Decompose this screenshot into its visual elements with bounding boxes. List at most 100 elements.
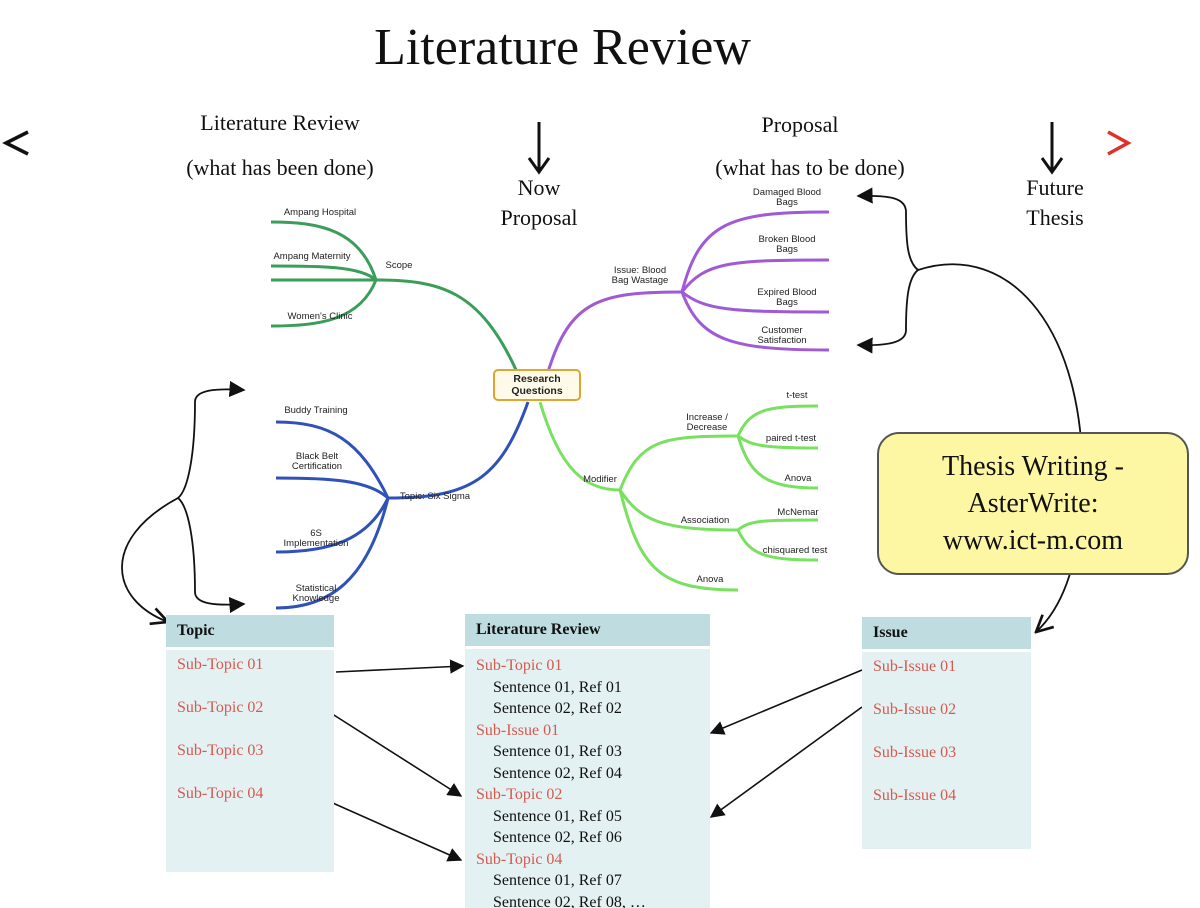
- literature-sentence-row: Sentence 02, Ref 08, …: [493, 893, 646, 908]
- left-bracket-to-topic: [121, 497, 179, 622]
- timeline-right-sub: (what has to be done): [715, 155, 905, 180]
- thesis-writing-callout: Thesis Writing - AsterWrite: www.ict-m.c…: [877, 432, 1189, 575]
- topic-item-6s: 6S Implementation: [276, 529, 356, 549]
- issue-table: Issue Sub-Issue 01 Sub-Issue 02 Sub-Issu…: [862, 617, 1031, 849]
- future-label: Future Thesis: [990, 173, 1120, 233]
- now-label: Now Proposal: [469, 173, 609, 233]
- timeline-left-label: Literature Review: [200, 110, 360, 135]
- damaged-line2: Bags: [776, 197, 798, 208]
- topic-table-header: Topic: [166, 615, 334, 647]
- topic-item-statistical-knowledge: Statistical Knowledge: [276, 584, 356, 604]
- future-line1: Future: [1026, 175, 1084, 200]
- issue-item-customer: Customer Satisfaction: [740, 326, 824, 346]
- increase-line2: Decrease: [686, 422, 728, 433]
- issue-label-line2: Bag Wastage: [611, 275, 669, 286]
- topic-label: Topic: Six Sigma: [399, 491, 471, 502]
- expired-line2: Bags: [776, 297, 798, 308]
- black-belt-line1: Black Belt: [295, 451, 339, 462]
- association-label: Association: [680, 515, 730, 526]
- callout-line3: www.ict-m.com: [942, 525, 1124, 556]
- future-marker-head: [1040, 157, 1064, 175]
- topic-branch: [275, 401, 530, 610]
- now-line1: Now: [517, 175, 561, 200]
- modifier-chisquared: chisquared test: [762, 545, 828, 556]
- issue-row: Sub-Issue 01: [873, 658, 957, 675]
- left-bracket: [176, 380, 246, 614]
- issue-row: Sub-Issue 04: [873, 787, 957, 804]
- arrow-topic04: [325, 799, 463, 862]
- black-belt-line2: Certification: [291, 461, 343, 472]
- literature-sentence-row: Sentence 01, Ref 07: [493, 872, 622, 889]
- literature-table: Literature Review Sub-Topic 01 Sentence 0…: [465, 614, 710, 908]
- literature-table-body: Sub-Topic 01 Sentence 01, Ref 01 Sentence …: [465, 649, 710, 908]
- literature-sentence-row: Sentence 01, Ref 05: [493, 807, 622, 825]
- modifier-paired-t-test: paired t-test: [765, 433, 817, 444]
- issue-item-damaged: Damaged Blood Bags: [740, 188, 834, 208]
- literature-sentence-row: Sentence 02, Ref 04: [493, 764, 622, 782]
- literature-sentence-row: Sentence 01, Ref 03: [493, 743, 622, 760]
- modifier-anova-1: Anova: [784, 473, 812, 484]
- modifier-anova-2: Anova: [696, 574, 724, 585]
- broken-line1: Broken Blood: [758, 234, 816, 245]
- callout-line1: Thesis Writing -: [942, 451, 1124, 482]
- modifier-mcnemar: McNemar: [777, 507, 819, 518]
- research-questions-node: Research Questions: [493, 369, 581, 401]
- arrow-topic01: [335, 659, 465, 674]
- arrow-issue01: [709, 669, 863, 735]
- issue-item-expired: Expired Blood Bags: [740, 288, 834, 308]
- topic-table: Topic Sub-Topic 01 Sub-Topic 02 Sub-Topi…: [166, 615, 334, 872]
- issue-table-header: Issue: [862, 617, 1031, 649]
- scope-item-ampang-maternity: Ampang Maternity: [273, 251, 351, 262]
- customer-line2: Satisfaction: [757, 335, 807, 346]
- timeline-left-head: [2, 130, 29, 156]
- increase-line1: Increase /: [686, 412, 728, 423]
- literature-heading-row: Sub-Topic 01: [476, 657, 563, 674]
- 6s-line1: 6S: [310, 528, 322, 539]
- topic-item-buddy-training: Buddy Training: [284, 405, 348, 416]
- literature-heading-row: Sub-Issue 01: [476, 721, 560, 739]
- page-title: Literature Review: [374, 19, 751, 76]
- broken-line2: Bags: [776, 244, 798, 255]
- stat-line1: Statistical: [295, 583, 337, 594]
- center-line2: Questions: [511, 385, 563, 397]
- customer-line1: Customer: [761, 325, 803, 336]
- literature-sentence-row: Sentence 01, Ref 01: [493, 678, 622, 696]
- future-line2: Thesis: [1026, 205, 1084, 230]
- literature-sentence-row: Sentence 02, Ref 06: [493, 829, 622, 846]
- expired-line1: Expired Blood: [757, 287, 817, 298]
- topic-item-black-belt: Black Belt Certification: [276, 452, 358, 472]
- 6s-line2: Implementation: [283, 538, 349, 549]
- scope-item-ampang-hospital: Ampang Hospital: [283, 207, 357, 218]
- increase-decrease-label: Increase / Decrease: [672, 413, 742, 433]
- scope-label: Scope: [385, 260, 413, 271]
- scope-branch: [270, 220, 519, 373]
- right-bracket: [856, 187, 920, 354]
- modifier-t-test: t-test: [786, 390, 808, 401]
- center-line1: Research: [513, 373, 561, 385]
- issue-label: Issue: Blood Bag Wastage: [600, 266, 680, 286]
- issue-label-line1: Issue: Blood: [613, 265, 667, 276]
- topic-row: Sub-Topic 01: [177, 656, 264, 673]
- topic-row: Sub-Topic 02: [177, 699, 264, 716]
- topic-row: Sub-Topic 03: [177, 742, 264, 759]
- literature-heading-row: Sub-Topic 04: [476, 850, 563, 868]
- modifier-label: Modifier: [583, 474, 617, 485]
- stat-line2: Knowledge: [292, 593, 340, 604]
- topic-row: Sub-Topic 04: [177, 785, 264, 802]
- now-marker-head: [527, 157, 551, 175]
- literature-sentence-row: Sentence 02, Ref 02: [493, 700, 622, 717]
- issue-row: Sub-Issue 03: [873, 744, 957, 761]
- timeline-right-head: [1107, 130, 1132, 156]
- arrow-issue02: [709, 706, 863, 818]
- literature-heading-row: Sub-Topic 02: [476, 786, 563, 803]
- issue-item-broken: Broken Blood Bags: [740, 235, 834, 255]
- literature-table-header: Literature Review: [465, 614, 710, 646]
- issue-row: Sub-Issue 02: [873, 701, 957, 718]
- damaged-line1: Damaged Blood: [752, 187, 822, 198]
- callout-line2: AsterWrite:: [967, 488, 1099, 519]
- issue-branch: [546, 210, 830, 373]
- arrow-topic02: [325, 709, 463, 797]
- timeline-right-label: Proposal: [761, 112, 839, 137]
